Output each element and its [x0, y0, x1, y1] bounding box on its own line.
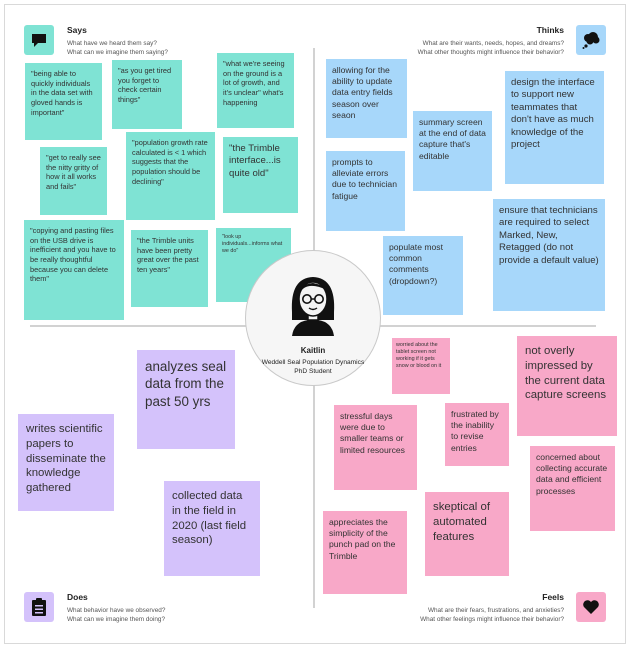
feels-question-2: What other feelings might influence thei…: [420, 616, 564, 623]
feels-note: concerned about collecting accurate data…: [530, 446, 615, 531]
says-note: "the Trimble interface...is quite old": [223, 137, 298, 213]
feels-note: appreciates the simplicity of the punch …: [323, 511, 407, 594]
thinks-note: design the interface to support new team…: [505, 71, 604, 184]
thought-cloud-icon: [576, 25, 606, 55]
persona-name: Kaitlin: [300, 346, 326, 355]
feels-note: stressful days were due to smaller teams…: [334, 405, 417, 490]
says-note: "population growth rate calculated is < …: [126, 132, 215, 220]
does-question-1: What behavior have we observed?: [67, 607, 166, 614]
clipboard-icon: [24, 592, 54, 622]
says-note: "copying and pasting files on the USB dr…: [24, 220, 124, 320]
thinks-question-1: What are their wants, needs, hopes, and …: [422, 40, 564, 47]
says-note: "what we're seeing on the ground is a lo…: [217, 53, 294, 128]
says-note: "being able to quickly individuals in th…: [25, 63, 102, 140]
does-question-2: What can we imagine them doing?: [67, 616, 166, 623]
says-question-2: What can we imagine them saying?: [67, 49, 168, 56]
thinks-note: summary screen at the end of data captur…: [413, 111, 492, 191]
thinks-note: prompts to alleviate errors due to techn…: [326, 151, 405, 231]
does-note: analyzes seal data from the past 50 yrs: [137, 350, 235, 449]
feels-note: frustrated by the inability to revise en…: [445, 403, 509, 466]
speech-bubble-icon: [24, 25, 54, 55]
thinks-note: ensure that technicians are required to …: [493, 199, 605, 311]
says-note: "get to really see the nitty gritty of h…: [40, 147, 107, 215]
says-title: Says: [67, 25, 87, 35]
says-question-1: What have we heard them say?: [67, 40, 157, 47]
thinks-note: allowing for the ability to update data …: [326, 59, 407, 138]
feels-note: skeptical of automated features: [425, 492, 509, 576]
canvas-frame: [4, 4, 626, 644]
does-note: collected data in the field in 2020 (las…: [164, 481, 260, 576]
says-note: "the Trimble units have been pretty grea…: [131, 230, 208, 307]
feels-note: worried about the tablet screen not work…: [392, 338, 450, 394]
feels-question-1: What are their fears, frustrations, and …: [427, 607, 564, 614]
feels-title: Feels: [542, 592, 564, 602]
does-note: writes scientific papers to disseminate …: [18, 414, 114, 511]
persona-role: Weddell Seal Population Dynamics PhD Stu…: [261, 359, 365, 375]
thinks-title: Thinks: [536, 25, 564, 35]
avatar: [286, 272, 340, 336]
does-title: Does: [67, 592, 88, 602]
says-note: "as you get tired you forget to check ce…: [112, 60, 182, 129]
heart-icon: [576, 592, 606, 622]
thinks-question-2: What other thoughts might influence thei…: [417, 49, 564, 56]
thinks-note: populate most common comments (dropdown?…: [383, 236, 463, 315]
feels-note: not overly impressed by the current data…: [517, 336, 617, 436]
